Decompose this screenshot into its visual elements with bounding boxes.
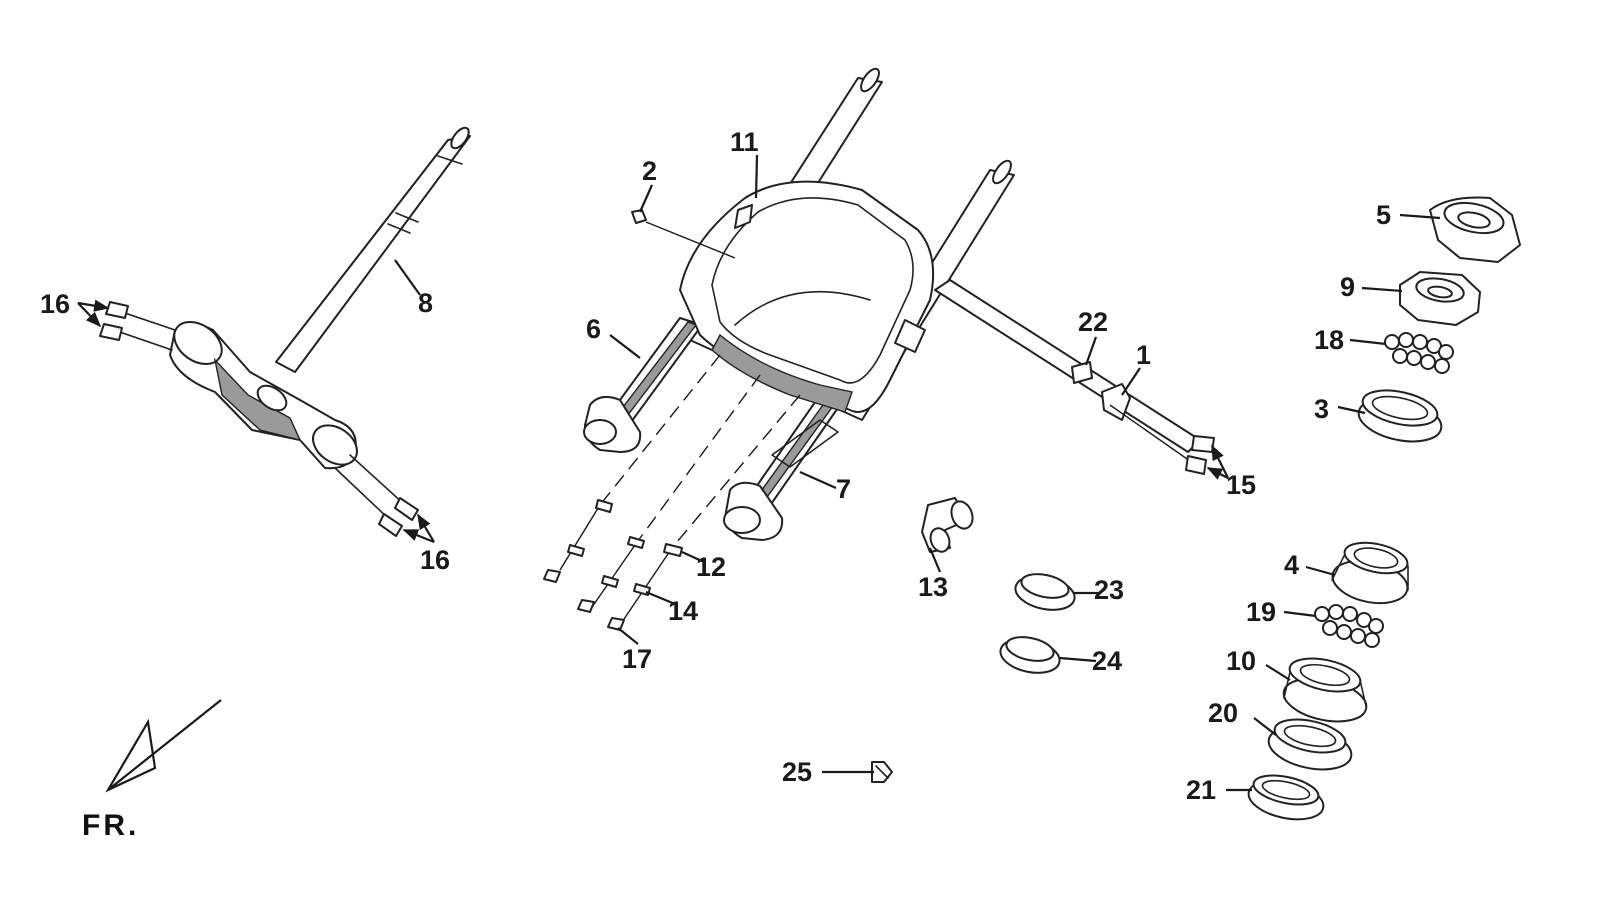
callout-15: 15 [1226,470,1256,500]
ring-24 [999,636,1061,674]
callout-4: 4 [1284,550,1299,580]
callout-3: 3 [1314,394,1329,424]
callout-19: 19 [1246,597,1276,627]
callout-18: 18 [1314,325,1344,355]
callout-12: 12 [696,552,726,582]
callout-13: 13 [918,572,948,602]
callout-22: 22 [1078,307,1108,337]
callout-5: 5 [1376,200,1391,230]
callout-numbers: 1 2 3 4 5 6 7 8 9 10 11 12 13 14 15 16 1… [40,127,1391,805]
balls-18 [1384,332,1454,374]
callout-leaders [77,154,1441,792]
bolt-pair-lower-right [334,454,419,537]
front-fork-assembly [583,67,1015,541]
callout-7: 7 [836,474,851,504]
callout-8: 8 [418,288,433,318]
front-direction-indicator: FR. [82,699,222,842]
callout-21: 21 [1186,775,1216,805]
callout-9: 9 [1340,272,1355,302]
bearing-stack [1247,196,1521,821]
callout-2: 2 [642,156,657,186]
handlebar-bracket [934,279,1215,475]
callout-16-lower: 16 [420,545,450,575]
fork-small-hardware [543,209,839,631]
callout-17: 17 [622,644,652,674]
front-label: FR. [82,809,139,842]
screw-25 [871,761,893,783]
steering-stem-assembly [99,126,471,537]
callout-11: 11 [730,127,759,157]
clamp-13 [921,497,974,553]
callout-6: 6 [586,314,601,344]
callout-10: 10 [1226,646,1256,676]
callout-23: 23 [1094,575,1124,605]
callout-1: 1 [1136,340,1151,370]
callout-25: 25 [782,757,812,787]
callout-16-upper: 16 [40,289,70,319]
bolt-pair-upper-left [99,301,176,351]
balls-19 [1314,604,1384,648]
ring-23 [1014,573,1076,611]
callout-20: 20 [1208,698,1238,728]
callout-14: 14 [668,596,698,626]
callout-24: 24 [1092,646,1122,676]
